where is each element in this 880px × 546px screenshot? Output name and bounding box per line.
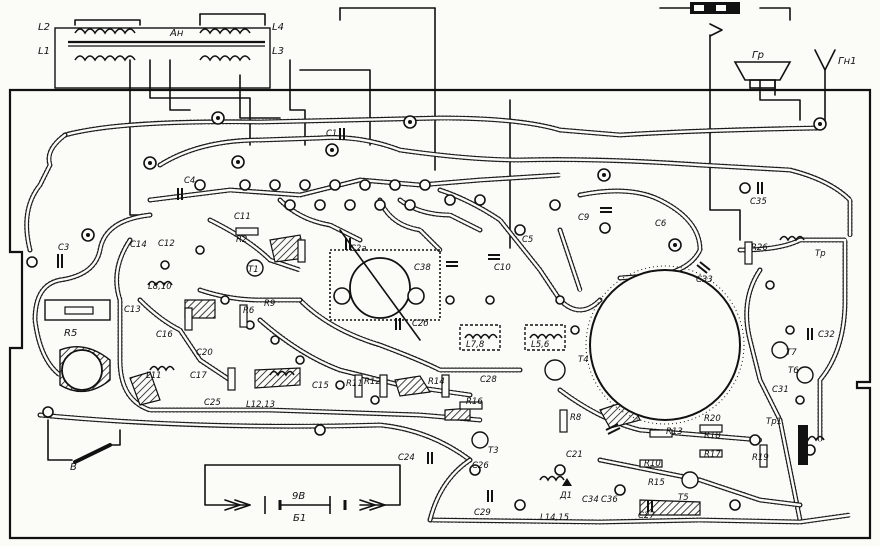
label-c36: C36 bbox=[601, 495, 618, 505]
label-c3: C3 bbox=[58, 243, 69, 253]
label-c33: C33 bbox=[696, 275, 713, 285]
label-r12: R12 bbox=[364, 377, 381, 387]
label-l8-10: L8,10 bbox=[148, 282, 172, 292]
component-labels: L2 L1 Ан L4 L3 Гр Гн1 C1 C3 C4 C9 C6 C35… bbox=[38, 22, 856, 524]
label-c27: C27 bbox=[638, 511, 655, 521]
printed-traces bbox=[24, 115, 853, 525]
label-r10: R10 bbox=[644, 459, 661, 469]
label-r13: R13 bbox=[666, 427, 683, 437]
headphone-plug bbox=[690, 2, 740, 37]
capacitors bbox=[57, 128, 813, 512]
speaker-cutout bbox=[585, 265, 745, 425]
label-r5: R5 bbox=[64, 328, 77, 339]
label-c1: C1 bbox=[326, 129, 337, 139]
speaker-symbol bbox=[733, 61, 792, 89]
label-l7-8: L7,8 bbox=[466, 340, 485, 350]
label-t7: T7 bbox=[786, 348, 797, 358]
label-t5: T5 bbox=[678, 493, 689, 503]
label-c35: C35 bbox=[750, 197, 767, 207]
label-c6: C6 bbox=[655, 219, 667, 229]
label-c16: C16 bbox=[156, 330, 173, 340]
label-tr2: Тр bbox=[815, 249, 826, 259]
resistors bbox=[44, 227, 768, 468]
label-r2: R2 bbox=[236, 235, 247, 245]
transistors bbox=[246, 259, 814, 489]
battery bbox=[204, 464, 401, 514]
board-coils bbox=[147, 235, 825, 482]
tuning-knob-hole bbox=[59, 346, 111, 393]
label-r17: R17 bbox=[704, 450, 721, 460]
label-c4: C4 bbox=[184, 176, 195, 186]
label-r8: R8 bbox=[570, 413, 582, 423]
label-t1: T1 bbox=[248, 265, 259, 275]
label-speaker: Гр bbox=[752, 50, 764, 61]
label-c28: C28 bbox=[480, 375, 497, 385]
label-l11: L11 bbox=[146, 371, 162, 381]
label-c20: C20 bbox=[196, 348, 213, 358]
label-t3: T3 bbox=[488, 446, 499, 456]
label-t4: T4 bbox=[578, 355, 589, 365]
label-c15: C15 bbox=[312, 381, 329, 391]
pads bbox=[26, 111, 827, 511]
label-d1: Д1 bbox=[559, 491, 572, 501]
label-r18: R18 bbox=[704, 431, 721, 441]
label-l12-13: L12,13 bbox=[246, 400, 275, 410]
label-c24: C24 bbox=[398, 453, 415, 463]
label-c31: C31 bbox=[772, 385, 789, 395]
label-c17: C17 bbox=[190, 371, 207, 381]
label-r26: R26 bbox=[751, 243, 768, 253]
label-c10: C10 bbox=[494, 263, 511, 273]
label-antenna: Ан bbox=[169, 28, 184, 39]
label-r20: R20 bbox=[704, 414, 721, 424]
label-c2a: C2а bbox=[350, 244, 367, 254]
label-r14: R14 bbox=[428, 377, 445, 387]
label-battery-voltage: 9В bbox=[292, 491, 305, 502]
label-r11: R11 bbox=[346, 379, 363, 389]
label-r16: R16 bbox=[466, 397, 483, 407]
label-c11: C11 bbox=[234, 212, 251, 222]
label-r6: R6 bbox=[243, 306, 255, 316]
board-outline bbox=[8, 88, 872, 540]
label-c5: C5 bbox=[522, 235, 533, 245]
label-c25: C25 bbox=[204, 398, 221, 408]
label-tr1: Тр1 bbox=[766, 417, 782, 427]
label-c34: C34 bbox=[582, 495, 599, 505]
label-switch-b: В bbox=[70, 462, 77, 473]
label-battery-name: Б1 bbox=[293, 513, 306, 524]
label-l2: L2 bbox=[38, 22, 50, 33]
label-c29: C29 bbox=[474, 508, 491, 518]
label-c32: C32 bbox=[818, 330, 835, 340]
label-r15: R15 bbox=[648, 478, 665, 488]
label-l3: L3 bbox=[272, 46, 284, 57]
label-l14-15: L14,15 bbox=[540, 513, 569, 523]
label-c38: C38 bbox=[414, 263, 431, 273]
external-antenna-coils bbox=[54, 13, 271, 89]
label-l1: L1 bbox=[38, 46, 50, 57]
label-c12: C12 bbox=[158, 239, 175, 249]
external-wires bbox=[129, 7, 801, 249]
label-c9: C9 bbox=[578, 213, 589, 223]
label-c26: C26 bbox=[472, 461, 489, 471]
label-c2b: C2б bbox=[412, 319, 429, 329]
label-headphone-jack: Гн1 bbox=[838, 56, 856, 67]
label-r19: R19 bbox=[752, 453, 769, 463]
label-t6: T6 bbox=[788, 366, 799, 376]
label-c21: C21 bbox=[566, 450, 583, 460]
label-r9: R9 bbox=[264, 299, 275, 309]
label-l5-6: L5,6 bbox=[531, 340, 550, 350]
label-c14: C14 bbox=[130, 240, 147, 250]
label-c13: C13 bbox=[124, 305, 141, 315]
label-l4: L4 bbox=[272, 22, 284, 33]
variable-capacitor-mount bbox=[329, 229, 441, 341]
power-switch bbox=[47, 419, 121, 464]
antenna-symbol bbox=[814, 49, 836, 123]
